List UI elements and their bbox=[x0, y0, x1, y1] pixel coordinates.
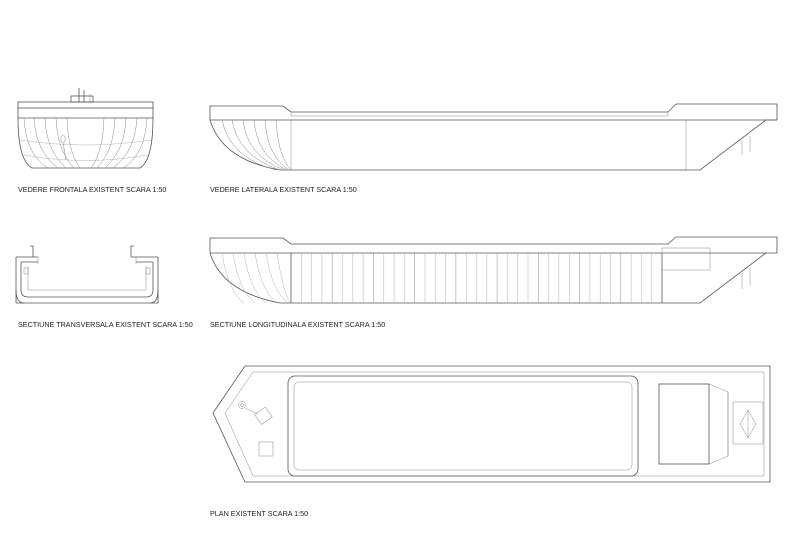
side-view-caption: VEDERE LATERALA EXISTENT SCARA 1:50 bbox=[210, 185, 357, 194]
bow-rib-line bbox=[232, 252, 256, 304]
longitudinal-section-drawing bbox=[209, 236, 778, 304]
transverse-section-caption: SECTIUNE TRANSVERSALA EXISTENT SCARA 1:5… bbox=[18, 320, 193, 329]
bow-rib-line bbox=[221, 252, 245, 304]
bow-rib-line bbox=[265, 252, 289, 304]
bow-rib-line bbox=[243, 252, 267, 304]
longitudinal-section-caption: SECTIUNE LONGITUDINALA EXISTENT SCARA 1:… bbox=[210, 320, 385, 329]
plan-view-drawing bbox=[212, 365, 771, 483]
front-view-caption: VEDERE FRONTALA EXISTENT SCARA 1:50 bbox=[18, 185, 166, 194]
bow-rib-line bbox=[276, 252, 291, 304]
plan-view-caption: PLAN EXISTENT SCARA 1:50 bbox=[210, 509, 308, 518]
front-view-drawing bbox=[17, 88, 154, 169]
side-view-drawing bbox=[209, 103, 778, 171]
transverse-section-drawing bbox=[15, 245, 159, 304]
bow-rib-line bbox=[254, 252, 278, 304]
